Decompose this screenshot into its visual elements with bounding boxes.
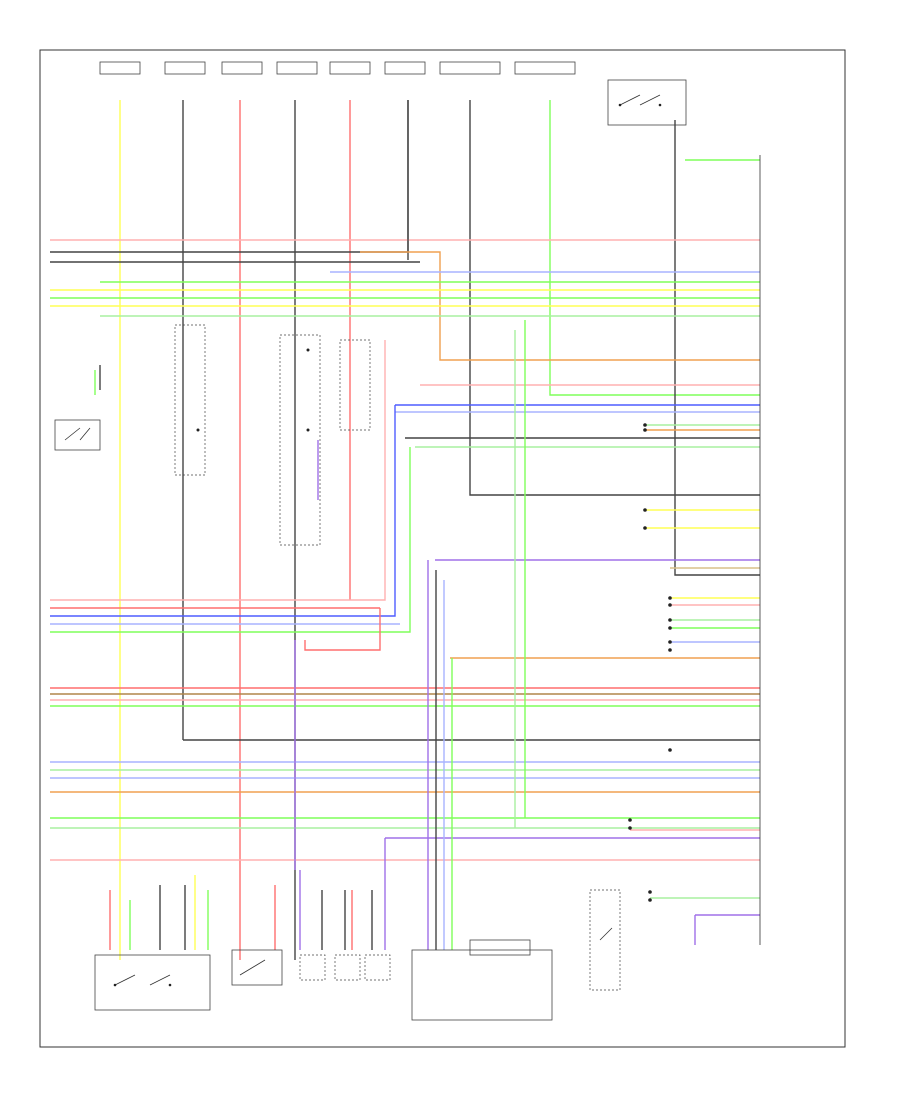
wire-green-h4 [50, 447, 411, 633]
top-power-feeds [99, 61, 576, 75]
wire-black-v5 [674, 120, 760, 576]
relay-box [607, 79, 687, 126]
horizontal-wires [50, 100, 760, 945]
wire-violet-h3 [694, 914, 760, 945]
shift-solenoids [411, 939, 553, 1021]
dashed-components [174, 324, 371, 546]
wire-blue-h2 [50, 405, 396, 617]
bottom-sensors [299, 954, 391, 981]
wire-pink-h3 [50, 340, 386, 601]
park-neutral-switch [231, 949, 283, 986]
brake-switch [589, 889, 621, 991]
wire-black-h1 [50, 100, 409, 253]
wire-green-v1 [549, 100, 760, 396]
interior-branches [94, 320, 526, 950]
left-sensor-switch [54, 419, 101, 451]
wire-black-v4 [469, 100, 760, 496]
vertical-wires [119, 100, 760, 960]
connection-nodes [196, 348, 672, 902]
transmission-range-switch [94, 954, 211, 1011]
diagram-frame [39, 49, 846, 1048]
